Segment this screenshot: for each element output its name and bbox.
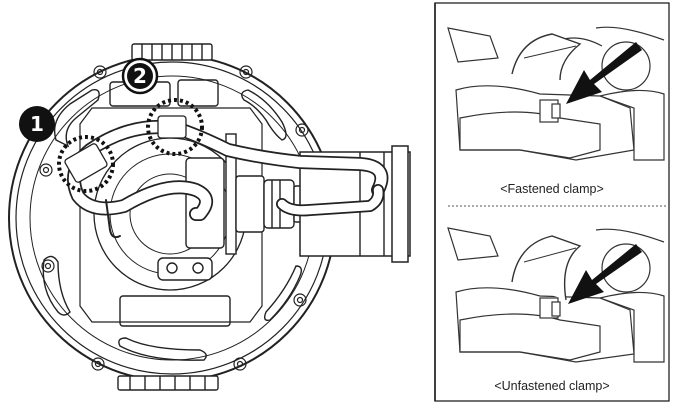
fastened-clamp-detail	[447, 26, 665, 161]
arrow-icon	[566, 42, 642, 104]
clamp-highlight-2	[146, 98, 204, 156]
fastened-clamp-caption: <Fastened clamp>	[500, 182, 604, 196]
callout-1-number: 1	[30, 112, 44, 136]
callout-2-number: 2	[133, 64, 147, 88]
callout-1: 1	[19, 106, 55, 142]
arrow-icon-2	[568, 244, 642, 304]
callout-2: 2	[121, 57, 159, 95]
clamp-icon	[64, 115, 187, 183]
unfastened-clamp-caption: <Unfastened clamp>	[494, 379, 609, 393]
clamp-highlight-1	[57, 135, 115, 193]
camera-base-illustration	[8, 43, 411, 391]
clamp-detail-panel: <Fastened clamp> <Unfastened clamp>	[434, 2, 670, 402]
unfastened-clamp-detail	[447, 227, 665, 363]
